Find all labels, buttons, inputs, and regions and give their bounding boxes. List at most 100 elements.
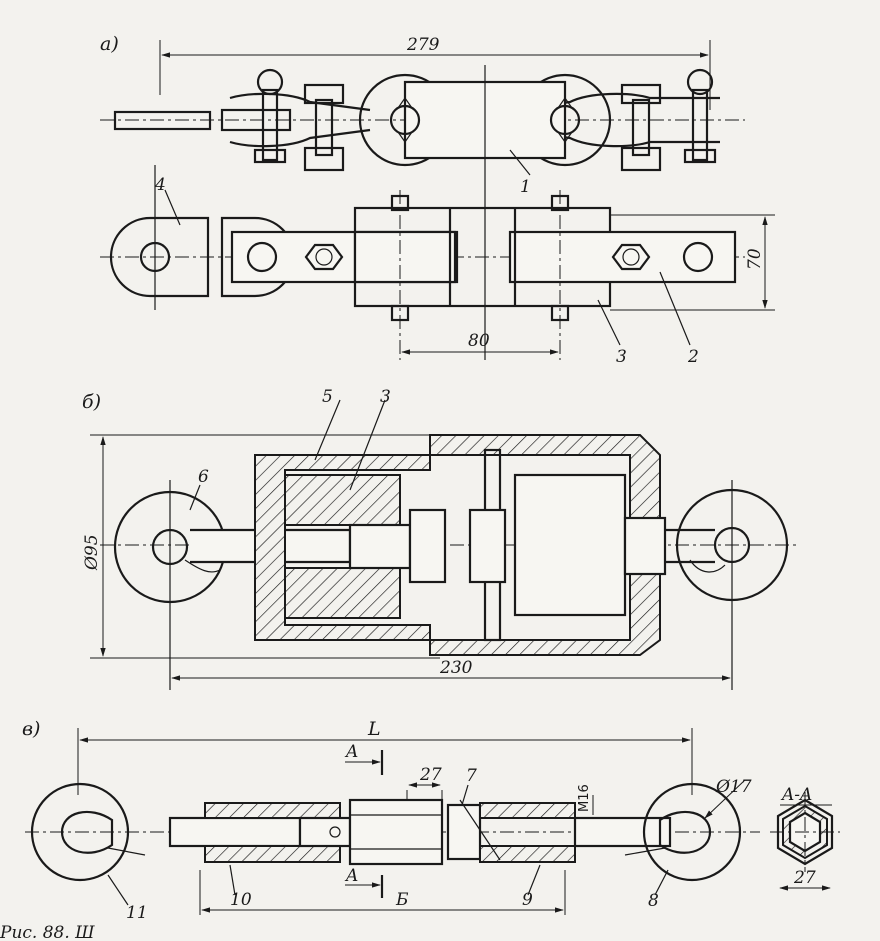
bolt-nut-left xyxy=(303,146,345,172)
coupler-left xyxy=(298,816,352,848)
leader-10 xyxy=(229,864,236,896)
part-label-11: 11 xyxy=(126,903,148,923)
rod-left-thread xyxy=(184,559,221,573)
rod-right xyxy=(665,528,715,564)
left-eye-plate xyxy=(109,216,210,298)
hook-left-inner xyxy=(60,810,114,854)
coupling-right-block xyxy=(446,803,482,861)
dim-L-text: L xyxy=(367,718,381,740)
hex-nut-left-inner xyxy=(315,248,333,266)
sleeve-right-bottom xyxy=(479,845,576,863)
part-label-9: 9 xyxy=(522,890,533,910)
leader-7 xyxy=(461,784,469,806)
leader-4 xyxy=(164,189,181,226)
view-c-label: в) xyxy=(22,718,40,740)
part-label-5: 5 xyxy=(322,387,333,407)
dim-95-text: Ø95 xyxy=(82,534,102,571)
leader-8 xyxy=(654,869,669,896)
leader-5 xyxy=(314,399,341,461)
housing-left xyxy=(254,454,431,641)
dim-80-text: 80 xyxy=(468,331,490,351)
hook-right-inner xyxy=(658,810,712,854)
left-strip xyxy=(113,110,212,131)
rivet-shank-left xyxy=(261,88,279,162)
caption: Рис. 88. Ш xyxy=(0,923,95,941)
link-upper-right xyxy=(509,92,720,112)
sleeve-left-bottom xyxy=(204,845,341,863)
bolt-shank-left xyxy=(314,98,334,157)
dim-70-text: 70 xyxy=(745,248,765,270)
bolt-head-right xyxy=(620,83,662,105)
dim-279-text: 279 xyxy=(406,35,440,55)
leader-3 xyxy=(597,299,621,346)
dim-27-text: 27 xyxy=(419,765,442,785)
rivet-shank-right xyxy=(691,88,709,162)
leader-3b xyxy=(349,399,386,491)
cotter-left xyxy=(397,96,413,144)
rod-c-right xyxy=(573,816,672,848)
part-label-10: 10 xyxy=(230,890,252,910)
view-a: а) 279 xyxy=(100,33,775,367)
insert-lower xyxy=(284,567,401,619)
view-c: в) L 11 10 A A xyxy=(22,718,840,923)
strap-right-hole xyxy=(682,241,714,273)
part-label-8: 8 xyxy=(648,891,659,911)
rod-c-left xyxy=(168,816,302,848)
nut-left-body xyxy=(348,523,412,570)
link-upper-left xyxy=(229,92,371,112)
link-lower-right xyxy=(509,128,720,148)
hex-nut-left xyxy=(304,243,344,271)
housing-right xyxy=(429,434,661,656)
part-label-6: 6 xyxy=(198,467,209,487)
section-hex-outer xyxy=(776,798,834,866)
nut-left-face xyxy=(408,508,447,584)
leader-1 xyxy=(509,149,531,176)
section-dim-text: 27 xyxy=(793,868,816,888)
barrel-right xyxy=(513,473,627,617)
cotter-right xyxy=(557,96,573,144)
pin-right xyxy=(549,104,581,136)
view-b-label: б) xyxy=(82,391,101,413)
rivet-nut-right xyxy=(683,148,717,164)
rivet-head-right xyxy=(686,68,714,96)
hook-right-thread xyxy=(624,847,666,856)
pin-left xyxy=(389,104,421,136)
section-mark-top: A xyxy=(344,742,358,762)
part-label-4: 4 xyxy=(154,175,166,195)
central-left-cap xyxy=(353,230,457,284)
hex-coupling xyxy=(348,798,444,866)
part-label-3: 3 xyxy=(616,347,627,367)
left-link-plate xyxy=(220,108,292,132)
sleeve-left-top xyxy=(204,802,341,819)
part-label-7: 7 xyxy=(466,766,477,786)
rod-right-collar xyxy=(623,516,667,576)
leader-2 xyxy=(659,271,691,346)
leader-9 xyxy=(527,864,541,896)
view-a-label: а) xyxy=(100,33,119,55)
hook-left-thread xyxy=(107,847,146,856)
coupler-pin xyxy=(329,826,341,838)
hook-right-outer xyxy=(642,782,742,882)
dim-hole-text: Ø17 xyxy=(715,777,752,797)
part-label-3b: 3 xyxy=(380,387,391,407)
rod-right-thread xyxy=(689,559,726,573)
hex-nut-right xyxy=(611,243,651,271)
hook-left-outer xyxy=(30,782,130,882)
dim-B-text: Б xyxy=(395,890,409,910)
part-label-2: 2 xyxy=(687,347,699,367)
bolt-nut-right xyxy=(620,146,662,172)
leader-6 xyxy=(189,484,201,511)
dim-hole-leader xyxy=(704,779,746,819)
view-b: б) Ø95 5 3 6 xyxy=(82,387,800,690)
insert-upper xyxy=(284,474,401,526)
leader-11 xyxy=(107,874,129,906)
link-lower-left xyxy=(229,128,371,148)
bolt-shank-right xyxy=(631,98,651,157)
hex-nut-right-inner xyxy=(622,248,640,266)
bolt-head-left xyxy=(303,83,345,105)
rivet-nut-left xyxy=(253,148,287,164)
part-label-1: 1 xyxy=(520,177,531,197)
nut-right-face xyxy=(468,508,507,584)
strap-left-hole xyxy=(246,241,278,273)
